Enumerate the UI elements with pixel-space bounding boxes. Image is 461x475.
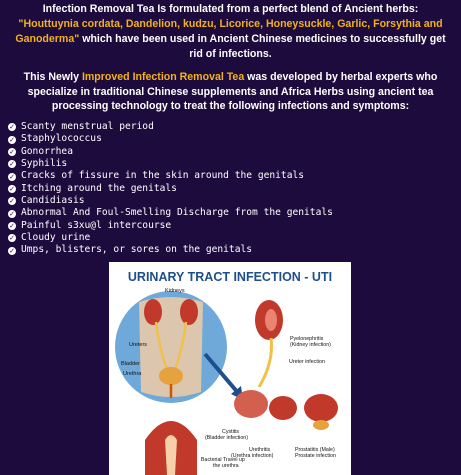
label-cystitis-sub: (Bladder infection) <box>205 435 248 441</box>
symptom-text: Cloudy urine <box>21 232 91 244</box>
check-circle-icon: ✓ <box>8 209 16 218</box>
symptom-text: Itching around the genitals <box>21 182 177 194</box>
right-ureter <box>173 321 188 371</box>
description-pre: This Newly <box>23 71 82 83</box>
label-pyelonephritis-sub: (Kidney infection) <box>290 342 331 348</box>
intro-rest: which have been used in Ancient Chinese … <box>79 33 446 60</box>
symptom-text: Staphylococcus <box>21 133 102 145</box>
check-circle-icon: ✓ <box>8 184 16 193</box>
check-circle-icon: ✓ <box>8 123 16 132</box>
check-circle-icon: ✓ <box>8 172 16 181</box>
description-post: was developed by herbal experts who spec… <box>27 71 438 112</box>
uti-diagram: URINARY TRACT INFECTION - UTI Kidneys Ur… <box>109 262 351 475</box>
zoom-arrow <box>203 352 241 396</box>
symptom-text: Abnormal And Foul-Smelling Discharge fro… <box>21 207 333 219</box>
symptom-item: ✓ Staphylococcus <box>8 133 453 145</box>
left-ureter <box>154 321 169 371</box>
left-kidney <box>144 299 162 325</box>
label-ureter-infection: Ureter infection <box>289 359 325 365</box>
ureter-zoom <box>257 337 273 388</box>
urethritis-bladder <box>269 396 297 420</box>
label-cystitis: Cystitis <box>222 429 239 435</box>
label-ureters: Ureters <box>129 342 147 348</box>
label-prostatitis-sub: Prostate infection <box>295 453 336 459</box>
check-circle-icon: ✓ <box>8 147 16 156</box>
check-circle-icon: ✓ <box>8 197 16 206</box>
symptom-item: ✓ Scanty menstrual period <box>8 121 453 133</box>
label-urethra: Urethra <box>123 371 142 377</box>
label-bacterial: Bacterial Travel up <box>201 457 245 463</box>
intro-line: Infection Removal Tea Is formulated from… <box>42 3 419 15</box>
symptom-item: ✓ Painful s3xu@l intercourse <box>8 220 453 232</box>
symptom-list: ✓Scanty menstrual period✓Staphylococcus✓… <box>8 121 453 257</box>
check-circle-icon: ✓ <box>8 160 16 169</box>
right-kidney <box>180 299 198 325</box>
symptom-item: ✓ Syphilis <box>8 158 453 170</box>
label-bacterial-sub: the urethra <box>213 463 239 469</box>
symptom-item: ✓ Candidiasis <box>8 195 453 207</box>
bladder-shape <box>159 367 183 385</box>
urethra-cross-section <box>165 435 177 475</box>
symptom-text: Umps, blisters, or sores on the genitals <box>21 244 253 256</box>
label-kidneys: Kidneys <box>165 288 185 294</box>
check-circle-icon: ✓ <box>8 234 16 243</box>
check-circle-icon: ✓ <box>8 135 16 144</box>
check-circle-icon: ✓ <box>8 221 16 230</box>
kidney-zoom-inner <box>265 309 277 331</box>
diagram-title: URINARY TRACT INFECTION - UTI <box>128 270 332 284</box>
symptom-text: Cracks of fissure in the skin around the… <box>21 170 305 182</box>
label-bladder: Bladder <box>121 361 140 367</box>
symptom-text: Syphilis <box>21 158 68 170</box>
check-circle-icon: ✓ <box>8 246 16 255</box>
cystitis-bladder <box>234 390 268 418</box>
product-name-highlight: Improved Infection Removal Tea <box>81 71 245 83</box>
symptom-text: Gonorrhea <box>21 145 73 157</box>
symptom-item: ✓ Gonorrhea <box>8 146 453 158</box>
label-urethritis-sub: (Urethra infection) <box>231 453 274 459</box>
label-urethritis: Urethritis <box>249 447 271 453</box>
product-description: This Newly Improved Infection Removal Te… <box>10 70 451 114</box>
prostate-bladder <box>304 394 338 422</box>
herb-list: "Houttuynia cordata, Dandelion, kudzu, L… <box>15 18 443 45</box>
symptom-text: Candidiasis <box>21 195 85 207</box>
label-prostatitis: Prostatitis (Male) <box>295 447 335 453</box>
symptom-item: ✓ Umps, blisters, or sores on the genital… <box>8 244 453 256</box>
symptom-item: ✓ Cloudy urine <box>8 232 453 244</box>
symptom-text: Painful s3xu@l intercourse <box>21 219 172 231</box>
symptom-text: Scanty menstrual period <box>21 121 154 132</box>
symptom-item: ✓ Cracks of fissure in the skin around th… <box>8 170 453 182</box>
intro-paragraph: Infection Removal Tea Is formulated from… <box>10 2 451 62</box>
label-pyelonephritis: Pyelonephritis <box>290 336 324 342</box>
prostate-gland <box>313 420 329 430</box>
symptom-item: ✓ Itching around the genitals <box>8 183 453 195</box>
symptom-item: ✓ Abnormal And Foul-Smelling Discharge fr… <box>8 207 453 219</box>
